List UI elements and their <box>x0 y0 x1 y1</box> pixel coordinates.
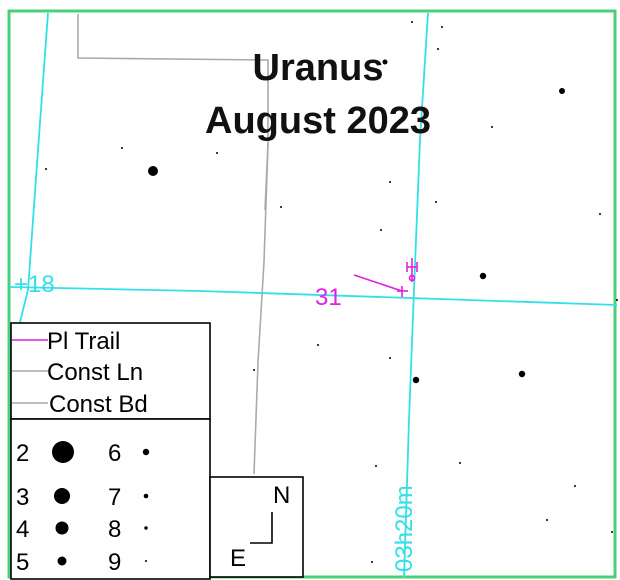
star <box>611 531 613 533</box>
compass-arrow <box>250 512 273 544</box>
grid-declination-line <box>9 286 618 306</box>
grid-ra-line <box>403 12 429 579</box>
star <box>459 462 461 464</box>
star <box>380 229 382 231</box>
legend: Pl Trail Const Ln Const Bd 2 3 4 5 6 7 8… <box>10 322 211 580</box>
mag-label-8: 8 <box>108 516 121 543</box>
mag-label-4: 4 <box>16 516 29 543</box>
star <box>253 369 255 371</box>
grid-ra-line-left <box>17 12 49 331</box>
mag-label-9: 9 <box>108 549 121 576</box>
star <box>411 21 413 23</box>
star <box>616 299 618 301</box>
mag-dot-7 <box>143 493 149 499</box>
mag-dot-8 <box>144 526 148 530</box>
mag-dot-4 <box>55 521 69 535</box>
legend-magnitude-box <box>10 418 211 580</box>
mag-label-7: 7 <box>108 484 121 511</box>
star <box>599 213 601 215</box>
star <box>479 272 487 280</box>
star <box>491 126 493 128</box>
compass-north: N <box>273 482 290 509</box>
ra-label: 03h20m <box>391 485 418 572</box>
star <box>382 59 388 65</box>
star <box>371 561 373 563</box>
mag-dot-3 <box>54 488 70 504</box>
star <box>437 48 439 50</box>
compass-east: E <box>230 545 246 572</box>
mag-dot-5 <box>57 556 67 566</box>
mag-label-6: 6 <box>108 440 121 467</box>
compass-box <box>209 476 304 578</box>
mag-label-3: 3 <box>16 484 29 511</box>
constellation-line <box>264 143 269 211</box>
legend-constline-label: Const Ln <box>47 359 143 386</box>
star <box>317 344 319 346</box>
trail-date-label: 31 <box>315 284 342 311</box>
planet-trail: 31 <box>315 258 418 311</box>
star <box>559 88 565 94</box>
star <box>435 201 437 203</box>
mag-label-2: 2 <box>16 440 29 467</box>
star <box>375 465 377 467</box>
star <box>518 370 526 378</box>
star-field <box>45 21 618 563</box>
star <box>45 168 47 170</box>
legend-trail-label: Pl Trail <box>47 328 120 355</box>
star <box>441 26 443 28</box>
mag-dot-6 <box>142 448 150 456</box>
compass: N E <box>209 476 304 578</box>
star <box>280 206 282 208</box>
star <box>389 181 391 183</box>
declination-label: +18 <box>14 271 55 298</box>
legend-constbd-label: Const Bd <box>49 391 148 418</box>
chart-subtitle: August 2023 <box>205 100 431 142</box>
star <box>412 376 420 384</box>
star <box>574 485 576 487</box>
star <box>216 152 218 154</box>
star <box>148 166 158 176</box>
mag-dot-9 <box>145 560 147 562</box>
uranus-icon <box>406 258 418 282</box>
trail-line <box>353 274 403 292</box>
mag-label-5: 5 <box>16 549 29 576</box>
chart-title: Uranus <box>253 47 384 89</box>
star <box>389 357 391 359</box>
mag-dot-2 <box>52 441 74 463</box>
star <box>546 519 548 521</box>
star <box>121 147 123 149</box>
